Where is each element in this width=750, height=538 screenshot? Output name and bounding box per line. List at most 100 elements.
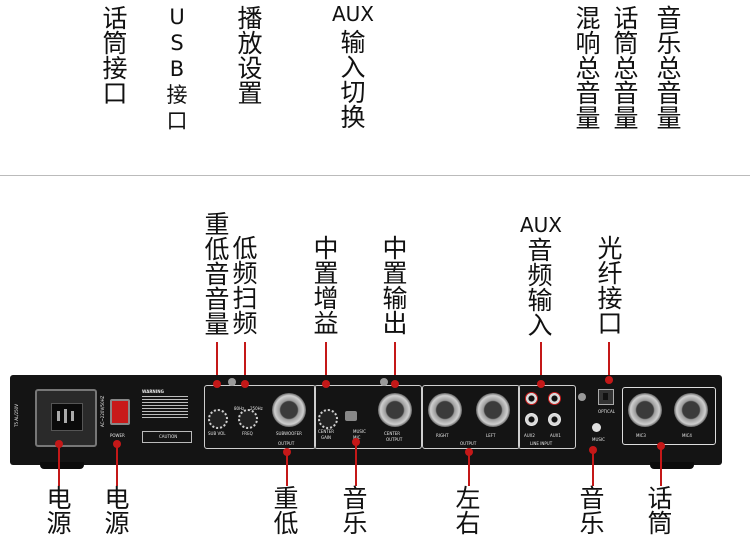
label-subwoofer: 重低 [273,484,299,538]
power-pin-icon [57,411,60,421]
mic-switch-text: MIC [353,435,360,440]
ac-input-text: AC~220V/50HZ [100,395,105,427]
music-indicator-icon [592,423,601,432]
warning-lines [142,396,188,418]
mic3-xlr-icon[interactable] [628,393,662,427]
center-gain-knob[interactable] [318,409,338,429]
label-center-gain: 中置增益 [313,234,339,338]
right-output-xlr-icon[interactable] [428,393,462,427]
label-mix-reverb-master-volume: 混响总音量 [575,4,601,133]
leader-subwoofer-volume [216,342,218,384]
aux1-left-rca-icon[interactable] [548,413,561,426]
screw-icon [228,378,236,386]
power-pin-icon [64,409,67,423]
marker-subwoofer-volume [213,380,221,388]
subwoofer-panel [204,385,316,449]
music-text: MUSIC [353,429,366,434]
subwoofer-output-label: OUTPUT [278,441,295,446]
caution-text: CAUTION [159,434,178,439]
aux1-right-rca-icon[interactable] [548,392,561,405]
optical-text: OPTICAL [598,409,615,414]
music-indicator-text: MUSIC [592,437,605,442]
mic4-text: MIC4 [682,433,692,438]
subwoofer-output-xlr-icon[interactable] [272,393,306,427]
label-music-2: 音乐 [579,484,605,538]
stereo-output-label: OUTPUT [460,441,477,446]
label-aux-prefix: AUX [331,2,375,26]
label-aux-input-switch-text: 输入切换 [340,28,366,132]
aux2-left-rca-icon[interactable] [525,413,538,426]
screw-icon [380,378,388,386]
device-foot-left [40,462,84,469]
optical-port-inner [603,393,608,400]
leader-music-2 [592,450,594,486]
leader-power-source-2 [116,444,118,486]
subwoofer-output-text: SUBWOOFER [276,431,302,436]
center-output-xlr-icon[interactable] [378,393,412,427]
freq-knob[interactable] [238,409,258,429]
music-mic-switch[interactable] [345,411,357,421]
center-gain-text: CENTER [318,429,335,434]
label-playback-settings: 播放设置 [237,4,263,108]
label-left-right: 左右 [455,484,481,538]
center-output-text: CENTER [384,431,401,436]
center-panel [314,385,422,449]
marker-center-gain [322,380,330,388]
screw-icon [578,393,586,401]
warning-text: WARNING [142,389,164,394]
label-usb-port: USB接口 [152,4,202,134]
aux2-text: AUX2 [524,433,535,438]
device-foot-right [650,462,694,469]
marker-center-output [391,380,399,388]
leader-center-gain [325,342,327,384]
marker-optical-port [605,376,613,384]
right-text: RIGHT [436,433,449,438]
label-power-source-1: 电源 [46,484,72,538]
mic-input-panel [622,387,716,445]
left-output-xlr-icon[interactable] [476,393,510,427]
optical-port[interactable] [598,389,614,405]
leader-low-freq-sweep [244,342,246,384]
voltage-text: T5 AL/250V [14,404,19,427]
label-center-output: 中置输出 [382,234,408,338]
leader-music-1 [355,442,357,486]
amplifier-rear-panel: T5 AL/250V AC~220V/50HZ POWER WARNING CA… [10,375,722,465]
label-aux-audio-input: AUX 音频输入 [514,213,568,340]
sub-vol-text: SUB VOL [208,431,226,436]
label-power-source-2: 电源 [104,484,130,538]
marker-aux-audio-input [537,380,545,388]
power-text: POWER [110,433,125,438]
power-switch[interactable] [110,399,130,425]
line-input-panel [518,385,576,449]
label-aux-input-switch: AUX 输入切换 [328,2,378,130]
line-input-text: LINE INPUT [530,441,553,446]
power-pin-icon [71,411,74,421]
mic3-text: MIC3 [636,433,646,438]
leader-optical-port [608,342,610,380]
left-text: LEFT [486,433,496,438]
label-aux-audio-prefix: AUX [519,213,563,237]
leader-subwoofer [286,452,288,486]
freq-low-text: 80Hz [234,406,245,411]
gain-text: GAIN [321,435,332,440]
leader-mic [660,446,662,486]
label-music-master-volume: 音乐总音量 [656,4,682,133]
label-optical-port: 光纤接口 [597,234,623,338]
power-inlet-socket [51,403,83,431]
aux2-right-rca-icon[interactable] [525,392,538,405]
caution-block: CAUTION [142,431,192,443]
leader-aux-audio-input [540,342,542,382]
label-aux-audio-input-text: 音频输入 [527,236,553,340]
freq-high-text: 250Hz [250,406,263,411]
label-low-freq-sweep: 低频扫频 [232,234,258,338]
label-usb-port-text: USB接口 [166,5,188,133]
label-mic-port: 话筒接口 [102,4,128,108]
center-output-label: OUTPUT [386,437,403,442]
leader-power-source-1 [58,444,60,486]
leader-left-right [468,452,470,486]
power-inlet [35,389,97,447]
sub-vol-knob[interactable] [208,409,228,429]
mic4-xlr-icon[interactable] [674,393,708,427]
aux1-text: AUX1 [550,433,561,438]
label-mic-master-volume: 话筒总音量 [613,4,639,133]
